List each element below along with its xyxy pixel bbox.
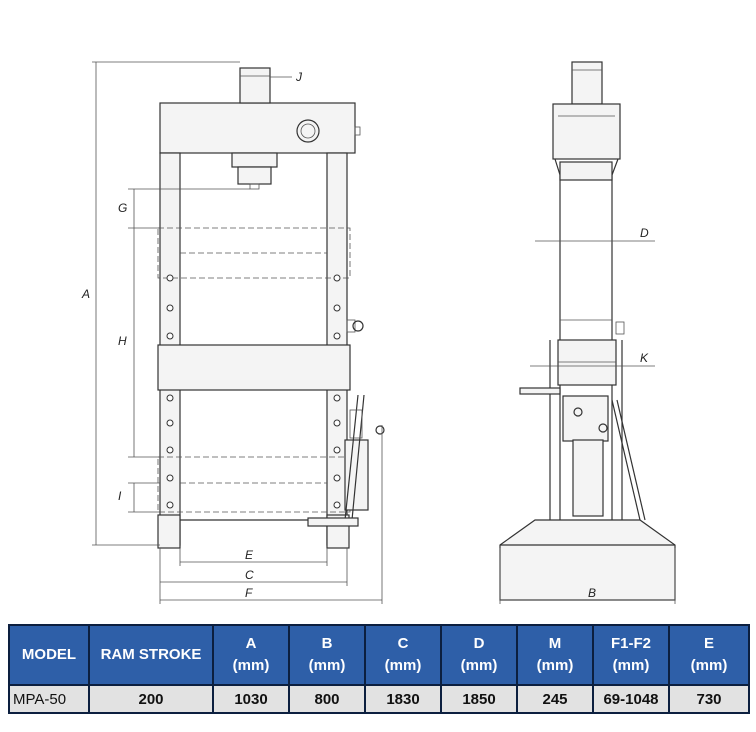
cell-ram-stroke: 200 [88, 684, 214, 714]
dim-label-a: A [81, 287, 90, 301]
bolster-beam [157, 344, 351, 391]
dim-label-d: D [640, 226, 649, 240]
cell-c: 1830 [364, 684, 442, 714]
header-m: M(mm) [516, 624, 594, 686]
header-b: B(mm) [288, 624, 366, 686]
side-head [552, 103, 621, 160]
header-ram-stroke: RAM STROKE [88, 624, 214, 686]
spec-table-header-row: MODEL RAM STROKE A(mm) B(mm) C(mm) D(mm)… [8, 624, 750, 686]
side-bolster [557, 339, 617, 386]
press-head [159, 102, 356, 154]
header-model: MODEL [8, 624, 90, 686]
dim-label-j: J [295, 70, 303, 84]
dim-label-b: B [588, 586, 596, 600]
header-a: A(mm) [212, 624, 290, 686]
cell-model: MPA-50 [8, 684, 90, 714]
dim-label-c: C [245, 568, 254, 582]
dim-label-g: G [118, 201, 127, 215]
spec-table: MODEL RAM STROKE A(mm) B(mm) C(mm) D(mm)… [8, 624, 750, 714]
cell-b: 800 [288, 684, 366, 714]
side-dimensions: D K B [499, 226, 676, 604]
header-c: C(mm) [364, 624, 442, 686]
dim-label-e: E [245, 548, 254, 562]
header-f1-f2: F1-F2(mm) [592, 624, 670, 686]
cell-d: 1850 [440, 684, 518, 714]
front-view [157, 67, 385, 549]
table-row: MPA-50 200 1030 800 1830 1850 245 69-104… [8, 684, 750, 714]
cylinder-top [239, 67, 271, 104]
front-dimensions: A G H I J E C F [81, 61, 383, 604]
dim-label-h: H [118, 334, 127, 348]
side-view [499, 61, 676, 601]
technical-drawing: A G H I J E C F [81, 61, 676, 604]
dim-label-k: K [640, 351, 649, 365]
dim-label-f: F [245, 586, 253, 600]
dim-label-i: I [118, 489, 122, 503]
cell-f1-f2: 69-1048 [592, 684, 670, 714]
side-cylinder-top [571, 61, 603, 105]
pressure-gauge-icon [296, 119, 320, 143]
cell-a: 1030 [212, 684, 290, 714]
cell-e: 730 [668, 684, 750, 714]
ram [231, 152, 278, 168]
cell-m: 245 [516, 684, 594, 714]
header-e: E(mm) [668, 624, 750, 686]
header-d: D(mm) [440, 624, 518, 686]
